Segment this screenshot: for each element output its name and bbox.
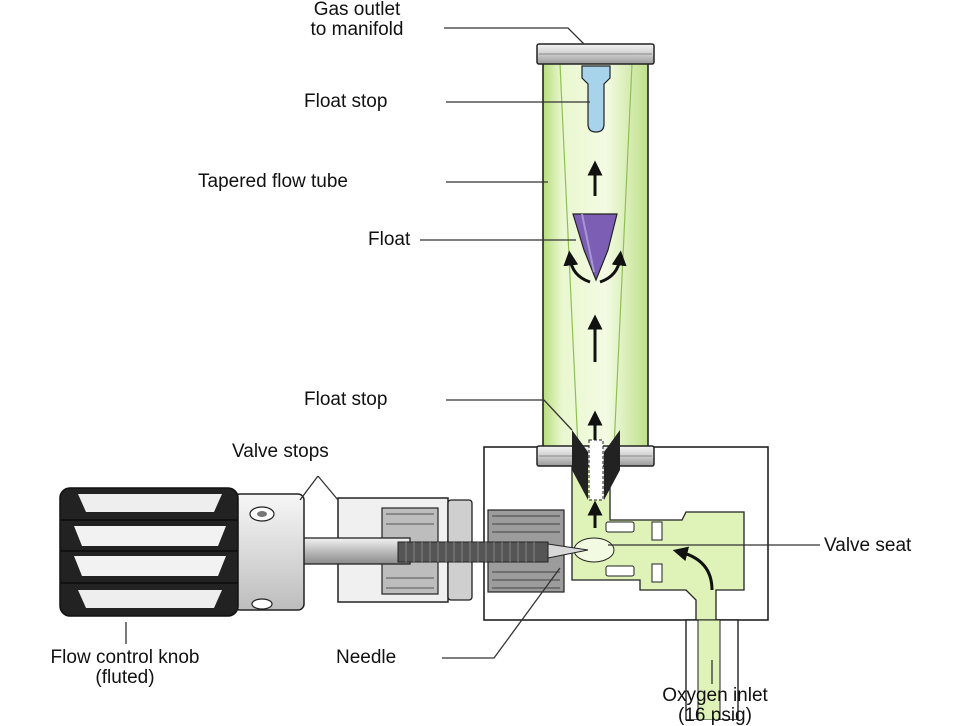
flow-arrows — [563, 160, 714, 591]
float-shape — [572, 213, 618, 282]
flow-control-knob-shape — [59, 487, 305, 617]
gas-outlet-label-line2: to manifold — [310, 19, 404, 40]
flow-control-knob-label-line1: Flow control knob — [50, 647, 200, 668]
flow-control-knob-label: Flow control knob (fluted) — [0, 648, 250, 688]
oxygen-inlet-label: Oxygen inlet (16 psig) — [628, 686, 802, 726]
needle-shape — [547, 543, 589, 559]
float-stop-top-label: Float stop — [304, 91, 388, 112]
gas-outlet-label: Gas outlet to manifold — [270, 0, 444, 40]
float-stop-bottom-label: Float stop — [304, 389, 388, 410]
valve-seat-label: Valve seat — [824, 535, 912, 556]
gas-outlet-label-line1: Gas outlet — [313, 0, 401, 20]
tapered-flow-tube-label: Tapered flow tube — [198, 171, 348, 192]
leader-lines — [125, 27, 820, 684]
float-stop-top-shape — [581, 65, 611, 133]
flow-control-knob-label-line2: (fluted) — [95, 667, 155, 688]
oxygen-inlet-label-line1: Oxygen inlet — [662, 685, 768, 706]
needle-valve-assembly — [299, 497, 589, 603]
valve-stops-label: Valve stops — [232, 441, 329, 462]
oxygen-inlet-label-line2: (16 psig) — [678, 705, 752, 726]
needle-label: Needle — [336, 647, 397, 668]
float-label: Float — [368, 229, 411, 250]
float-stop-bottom-shape — [572, 430, 620, 501]
